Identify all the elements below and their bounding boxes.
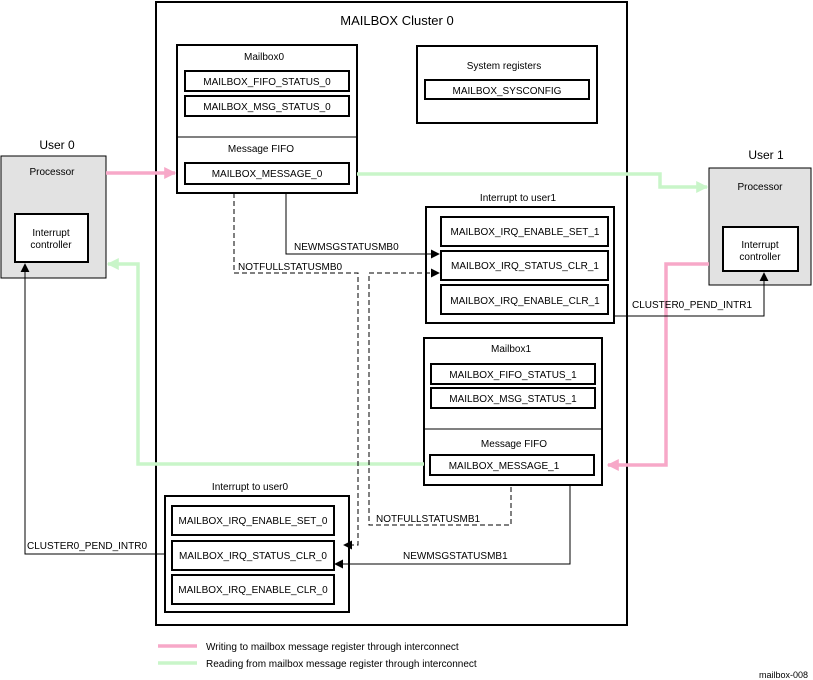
user0-processor-label: Processor — [29, 167, 75, 178]
irq-user0-status-clr-register — [171, 540, 335, 571]
mailbox1-fifo-status-register — [430, 363, 596, 385]
irq-user0-enable-set-label: MAILBOX_IRQ_ENABLE_SET_0 — [179, 516, 328, 527]
notfull0-signal-line — [233, 193, 359, 550]
mailbox0-msg-status-register — [184, 95, 350, 117]
read-mailbox0-to-user1-arrow — [357, 172, 709, 193]
irq-user1-status-clr-label: MAILBOX_IRQ_STATUS_CLR_1 — [451, 261, 599, 272]
user1-processor-label: Processor — [737, 182, 783, 193]
irq-user1-title: Interrupt to user1 — [480, 193, 557, 204]
pend-intr1-signal-line — [614, 272, 769, 317]
figure-id: mailbox-008 — [759, 670, 808, 680]
mailbox0-title: Mailbox0 — [244, 52, 284, 63]
notfull1-signal-label: NOTFULLSTATUSMB1 — [376, 514, 481, 525]
irq-user0-title: Interrupt to user0 — [212, 482, 289, 493]
user1-title: User 1 — [748, 148, 784, 162]
pend-intr0-signal-label: CLUSTER0_PEND_INTR0 — [27, 541, 147, 552]
cluster-title: MAILBOX Cluster 0 — [340, 13, 453, 28]
mailbox1-fifo-status-label: MAILBOX_FIFO_STATUS_1 — [449, 370, 577, 381]
mailbox1-msg-status-register — [430, 387, 596, 409]
user1-intc-line2: controller — [739, 252, 781, 263]
write-user1-to-mailbox1-arrow — [606, 262, 709, 471]
irq-user0-status-clr-label: MAILBOX_IRQ_STATUS_CLR_0 — [179, 551, 327, 562]
mailbox0-message-register — [184, 162, 350, 185]
system-registers-title: System registers — [467, 61, 541, 72]
mailbox1-msg-status-label: MAILBOX_MSG_STATUS_1 — [449, 394, 577, 405]
user1-interrupt-controller — [722, 226, 799, 272]
cluster-box — [155, 1, 628, 626]
irq-user1-enable-set-label: MAILBOX_IRQ_ENABLE_SET_1 — [451, 227, 600, 238]
irq-user1-box — [425, 206, 615, 324]
system-registers-box — [416, 45, 598, 124]
mailbox0-fifo-status-label: MAILBOX_FIFO_STATUS_0 — [203, 77, 331, 88]
read-mailbox1-to-user0-arrow — [106, 258, 424, 466]
irq-user1-enable-clr-label: MAILBOX_IRQ_ENABLE_CLR_1 — [450, 296, 600, 307]
irq-user0-enable-clr-label: MAILBOX_IRQ_ENABLE_CLR_0 — [178, 585, 328, 596]
legend-read-label: Reading from mailbox message register th… — [206, 659, 477, 670]
mailbox1-box — [423, 337, 603, 486]
legend-write-label: Writing to mailbox message register thro… — [206, 642, 459, 653]
mailbox1-message-label: MAILBOX_MESSAGE_1 — [449, 461, 560, 472]
irq-user1-enable-set-register — [440, 216, 609, 247]
mailbox0-box — [176, 44, 358, 194]
mailbox0-fifo-label: Message FIFO — [228, 144, 294, 155]
newmsg1-signal-line — [334, 485, 571, 569]
sysconfig-label: MAILBOX_SYSCONFIG — [453, 86, 562, 97]
newmsg0-signal-label: NEWMSGSTATUSMB0 — [294, 242, 399, 253]
irq-user0-enable-clr-register — [171, 574, 335, 605]
user0-title: User 0 — [39, 138, 75, 152]
sysconfig-register — [424, 79, 590, 100]
notfull0-signal-label: NOTFULLSTATUSMB0 — [238, 262, 343, 273]
newmsg1-signal-label: NEWMSGSTATUSMB1 — [403, 551, 508, 562]
mailbox0-message-label: MAILBOX_MESSAGE_0 — [212, 169, 323, 180]
newmsg0-signal-line — [285, 193, 440, 259]
user0-intc-line1: Interrupt — [32, 228, 69, 239]
irq-user0-enable-set-register — [171, 505, 335, 536]
mailbox0-fifo-status-register — [184, 70, 350, 92]
user0-interrupt-controller — [14, 213, 89, 263]
mailbox0-msg-status-label: MAILBOX_MSG_STATUS_0 — [203, 102, 331, 113]
pend-intr0-signal-line — [20, 263, 165, 555]
irq-user1-enable-clr-register — [440, 284, 609, 315]
user1-intc-line1: Interrupt — [741, 240, 778, 251]
user0-intc-line2: controller — [30, 240, 72, 251]
notfull1-signal-line — [368, 268, 512, 526]
mailbox1-message-register — [429, 454, 595, 476]
mailbox1-title: Mailbox1 — [491, 344, 531, 355]
pend-intr1-signal-label: CLUSTER0_PEND_INTR1 — [632, 300, 752, 311]
mailbox1-fifo-label: Message FIFO — [481, 439, 547, 450]
irq-user1-status-clr-register — [440, 250, 609, 281]
